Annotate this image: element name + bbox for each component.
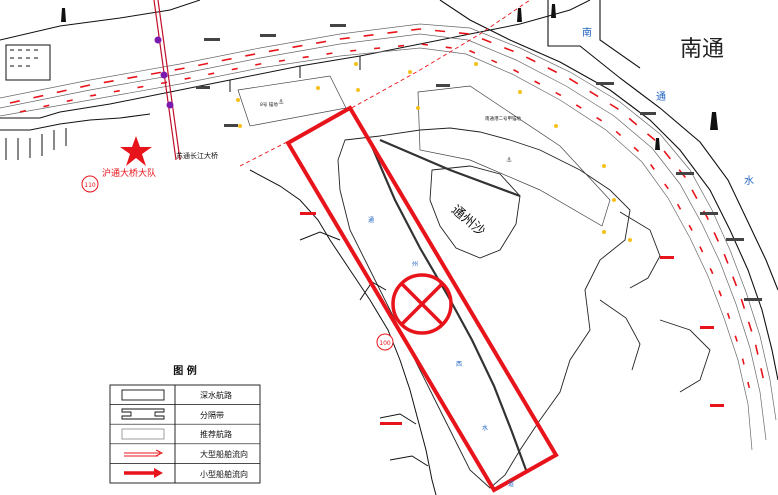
anchorage-2a-label: 南通港二号甲锚地 bbox=[485, 115, 521, 122]
buoy-icon bbox=[628, 238, 632, 242]
lighthouses bbox=[61, 4, 718, 150]
small-flow-arrow-icon bbox=[154, 468, 163, 478]
legend-title: 图 例 bbox=[173, 364, 196, 377]
legend-label: 深水航路 bbox=[200, 390, 232, 400]
legend-item-small-flow: 小型船舶流向 bbox=[124, 468, 248, 479]
buoy-icon bbox=[602, 164, 606, 168]
water-label: 通 bbox=[368, 216, 374, 224]
water-label: 州 bbox=[412, 261, 418, 268]
prohibited-zone: 100 bbox=[285, 105, 559, 493]
recommended-route-dark bbox=[368, 138, 528, 471]
water-label: 通 bbox=[656, 91, 666, 103]
legend-label: 推荐航路 bbox=[200, 429, 232, 439]
legend: 图 例 深水航路 分隔带 推荐航路 大型船舶流向 bbox=[109, 364, 261, 484]
legend-item-large-flow: 大型船舶流向 bbox=[124, 449, 248, 459]
legend-label: 分隔带 bbox=[200, 411, 224, 420]
large-flow-arrow-icon bbox=[124, 449, 164, 457]
buoy-icon bbox=[518, 90, 522, 94]
buoy-icon bbox=[612, 198, 616, 202]
team-code-label: 110 bbox=[84, 182, 96, 189]
legend-label: 小型船舶流向 bbox=[200, 469, 248, 479]
water-label: 道 bbox=[508, 480, 514, 488]
recommended-route-swatch bbox=[121, 428, 165, 440]
separation-zone-swatch bbox=[121, 408, 165, 420]
buoy-icon bbox=[356, 88, 360, 92]
buoy-icon bbox=[354, 62, 358, 66]
bridge-team-label: 沪通大桥大队 bbox=[102, 167, 156, 179]
lighthouse-icon bbox=[551, 4, 556, 18]
lighthouse-icon bbox=[61, 8, 66, 22]
no-entry-icon bbox=[391, 273, 453, 335]
large-vessel-flow bbox=[9, 28, 766, 387]
lighthouse-icon bbox=[655, 138, 660, 150]
bridge-pier-icon bbox=[166, 101, 174, 109]
buoy-icon bbox=[416, 106, 420, 110]
legend-label: 大型船舶流向 bbox=[200, 449, 248, 459]
tongzhou-sandbar bbox=[337, 127, 711, 489]
star-icon bbox=[120, 136, 152, 166]
water-label: 水 bbox=[744, 175, 754, 187]
bridge-name-label: 苏通长江大桥 bbox=[176, 151, 218, 160]
water-label: 水 bbox=[482, 424, 488, 432]
team-code-badge bbox=[81, 175, 99, 193]
buoy-icon bbox=[554, 124, 558, 128]
anchorage-8-label: 8号 锚地 bbox=[260, 101, 278, 108]
west-shore bbox=[249, 169, 437, 495]
sandbar-label: 通州沙 bbox=[448, 203, 488, 240]
deep-water-route-swatch bbox=[121, 389, 165, 401]
legend-item-deep-water: 深水航路 bbox=[121, 389, 232, 401]
zone-code-badge bbox=[376, 333, 394, 351]
region-title: 南通 bbox=[680, 37, 724, 62]
buoy-icon bbox=[236, 98, 240, 102]
anchor-icon: ⚓ bbox=[278, 98, 284, 106]
bridge-team: 沪通大桥大队 110 bbox=[81, 136, 156, 193]
buoy-icon bbox=[316, 86, 320, 90]
water-label: 南 bbox=[582, 26, 592, 39]
anchor-icon: ⚓ bbox=[506, 156, 512, 164]
buoy-icon bbox=[238, 124, 242, 128]
east-shore bbox=[439, 0, 778, 381]
boundary-dashed-line bbox=[239, 0, 531, 167]
small-vessel-flow bbox=[19, 43, 753, 401]
anchor-icons: ⚓ ⚓ bbox=[278, 98, 512, 164]
zone-code-label: 100 bbox=[379, 340, 391, 347]
buoy-icon bbox=[474, 62, 478, 66]
bridge-pier-icon bbox=[154, 36, 162, 44]
legend-item-separation: 分隔带 bbox=[121, 408, 224, 420]
minor-annotations bbox=[196, 24, 762, 425]
buoys bbox=[236, 62, 632, 242]
legend-item-recommended: 推荐航路 bbox=[121, 428, 232, 440]
buoy-icon bbox=[602, 230, 606, 234]
water-label: 西 bbox=[456, 361, 462, 368]
lighthouse-icon bbox=[517, 8, 522, 22]
sutong-bridge: 苏通长江大桥 bbox=[153, 0, 218, 161]
buoy-icon bbox=[408, 70, 412, 74]
lighthouse-icon bbox=[710, 112, 718, 130]
bridge-pier-icon bbox=[160, 71, 168, 79]
anchorage-2a: 南通港二号甲锚地 bbox=[417, 85, 611, 227]
north-shore bbox=[0, 0, 591, 160]
